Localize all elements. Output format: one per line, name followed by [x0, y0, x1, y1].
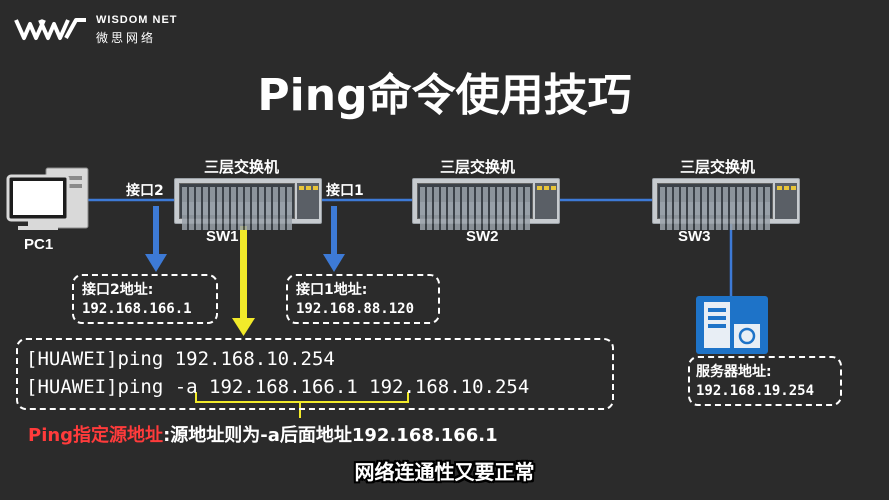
command-line-1: [HUAWEI]ping 192.168.10.254	[26, 348, 335, 370]
sw2-caption: 三层交换机	[440, 158, 516, 176]
port2-address-title: 接口2地址:	[82, 282, 154, 298]
port1-address-box: 接口1地址: 192.168.88.120	[286, 274, 440, 324]
switch-sw2	[412, 178, 560, 230]
arrow-port2-down	[145, 206, 167, 272]
port2-address-value: 192.168.166.1	[82, 301, 192, 317]
server-address-value: 192.168.19.254	[696, 383, 815, 399]
sw1-name: SW1	[206, 228, 239, 245]
wisdom-net-logo-icon	[14, 18, 86, 40]
switch-sw3	[652, 178, 800, 230]
video-subtitle: 网络连通性又要正常	[354, 460, 535, 484]
network-switch-icon	[657, 183, 773, 230]
note-rest: :源地址则为-a后面地址192.168.166.1	[163, 425, 498, 446]
sw2-name: SW2	[466, 228, 499, 245]
brand-name-en: WISDOM NET	[96, 14, 178, 26]
sw3-caption: 三层交换机	[680, 158, 756, 176]
desktop-computer-icon	[6, 167, 89, 230]
port1-address-value: 192.168.88.120	[296, 301, 415, 317]
page-title: Ping命令使用技巧	[257, 70, 632, 121]
server-address-box: 服务器地址: 192.168.19.254	[688, 356, 842, 406]
switch-sw1	[174, 178, 322, 230]
brace-under-source-address	[195, 392, 409, 418]
source-address-note: Ping指定源地址:源地址则为-a后面地址192.168.166.1	[28, 421, 498, 447]
port2-address-box: 接口2地址: 192.168.166.1	[72, 274, 218, 324]
network-switch-icon	[417, 183, 533, 230]
port1-label: 接口1	[326, 183, 364, 199]
brand-name-cn: 微思网络	[96, 31, 157, 45]
port2-label: 接口2	[126, 183, 164, 199]
command-line-2: [HUAWEI]ping -a 192.168.166.1 192.168.10…	[26, 376, 530, 398]
note-highlight: Ping指定源地址	[28, 425, 164, 446]
sw3-name: SW3	[678, 228, 711, 245]
sw1-caption: 三层交换机	[204, 158, 280, 176]
pc-name: PC1	[24, 236, 54, 253]
server-icon	[696, 296, 768, 354]
brand-logo: WISDOM NET 微思网络	[14, 12, 194, 46]
command-box: [HUAWEI]ping 192.168.10.254 [HUAWEI]ping…	[16, 338, 614, 410]
arrow-port1-down	[323, 206, 345, 272]
port1-address-title: 接口1地址:	[296, 282, 368, 298]
server-address-title: 服务器地址:	[696, 364, 772, 380]
network-switch-icon	[179, 183, 295, 230]
arrow-sw1-to-command	[232, 226, 255, 336]
